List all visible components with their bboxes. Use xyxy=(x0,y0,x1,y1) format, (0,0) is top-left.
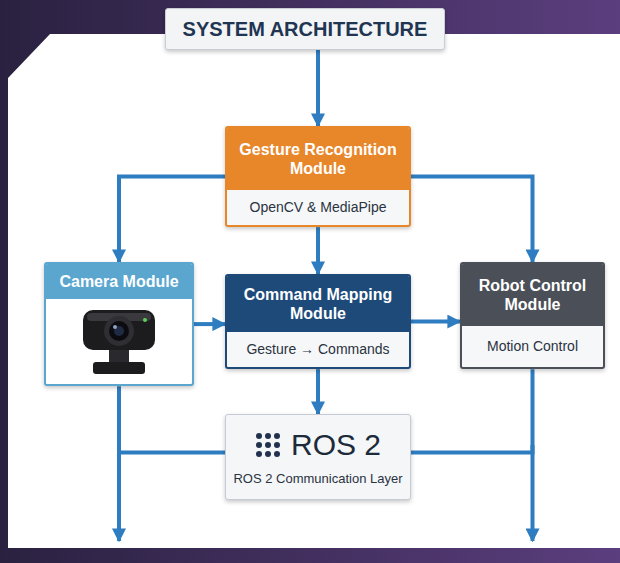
module-box: Command Mapping ModuleGesture → Commands xyxy=(225,274,411,369)
layer-box: ROS 2 ROS 2 Communication Layer xyxy=(225,414,411,500)
flow-arrow xyxy=(119,386,225,452)
flow-arrow xyxy=(316,50,320,126)
ros-logo-dots xyxy=(255,432,281,458)
flow-arrow xyxy=(411,320,460,324)
flow-arrow xyxy=(316,369,320,414)
text-band: ROS 2 Communication Layer xyxy=(226,467,410,499)
box-heading: ROS 2 xyxy=(291,427,381,463)
text-band: Command Mapping Module xyxy=(227,276,409,332)
box-heading: SYSTEM ARCHITECTURE xyxy=(183,18,428,40)
outgoing-arrow xyxy=(117,445,121,541)
box-body-text: OpenCV & MediaPipe xyxy=(250,199,387,215)
module-box: Robot Control ModuleMotion Control xyxy=(460,262,605,369)
module-box: Gesture Recognition ModuleOpenCV & Media… xyxy=(225,126,411,227)
box-heading: Robot Control Module xyxy=(479,277,587,313)
text-band: ROS 2 xyxy=(226,415,410,467)
box-body-text: Gesture → Commands xyxy=(246,341,389,357)
text-band: Gesture → Commands xyxy=(227,332,409,367)
module-box: Camera Module xyxy=(44,262,194,386)
text-band: Robot Control Module xyxy=(462,264,603,326)
text-band: Camera Module xyxy=(46,264,192,299)
text-band: Gesture Recognition Module xyxy=(227,128,409,190)
frame-bottom xyxy=(0,548,620,563)
text-band: SYSTEM ARCHITECTURE xyxy=(166,9,444,49)
box-body-text: Motion Control xyxy=(487,338,578,354)
flow-arrow xyxy=(316,227,320,274)
flow-arrow xyxy=(411,177,533,262)
title-box: SYSTEM ARCHITECTURE xyxy=(165,8,445,50)
text-band: OpenCV & MediaPipe xyxy=(227,190,409,225)
flow-arrow xyxy=(411,369,533,452)
box-heading: Command Mapping Module xyxy=(244,286,392,322)
text-band: Motion Control xyxy=(462,326,603,367)
box-body-text: ROS 2 Communication Layer xyxy=(233,471,402,486)
webcam-icon xyxy=(69,304,169,378)
outgoing-arrow xyxy=(531,445,535,541)
flow-arrow xyxy=(119,177,225,262)
box-heading: Gesture Recognition Module xyxy=(239,141,396,177)
icon-area xyxy=(46,299,192,384)
flow-arrow xyxy=(194,322,225,326)
box-heading: Camera Module xyxy=(59,273,178,290)
frame-top xyxy=(0,0,620,548)
